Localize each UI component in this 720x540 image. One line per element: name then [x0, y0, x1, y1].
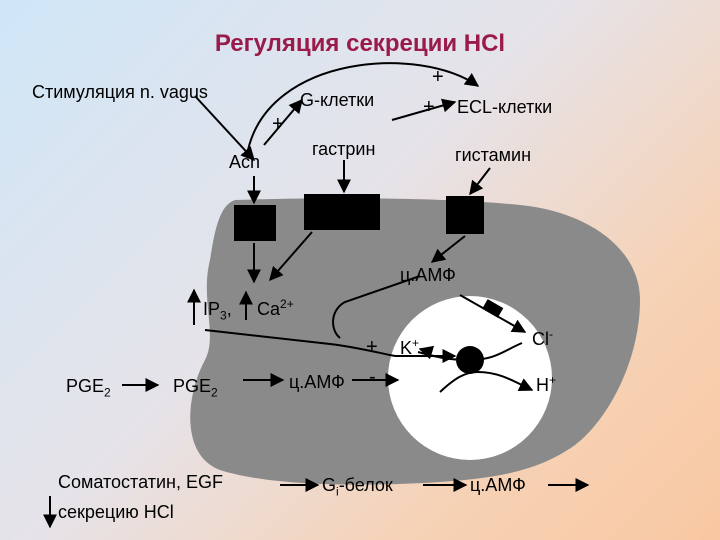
- line-camp-pump: [332, 275, 421, 339]
- arrow-receptor-camp: [430, 235, 466, 263]
- sign-plus-ecl: +: [423, 96, 435, 118]
- sign-plus-ach: +: [272, 113, 284, 135]
- label-histamine: гистамин: [455, 145, 532, 165]
- label-pge2-inner: PGE2: [173, 376, 218, 400]
- label-gi-protein: Gi-белок: [322, 475, 393, 499]
- line-ip3-ca-pump: [204, 329, 396, 357]
- secretory-canaliculus: [388, 296, 552, 460]
- label-camp-bottom: ц.АМФ: [470, 475, 526, 495]
- label-k: K+: [400, 336, 420, 358]
- arrow-receptor-ca: [269, 231, 313, 282]
- diagram-title: Регуляция секреции HCl: [214, 30, 506, 57]
- label-g-cells: G-клетки: [300, 90, 375, 110]
- label-somatostatin: Соматостатин, EGF: [58, 472, 223, 492]
- label-vagus: Стимуляция n. vagus: [32, 82, 208, 102]
- sign-plus-pump: +: [366, 336, 378, 358]
- k-arrow-in: [418, 345, 435, 360]
- label-gastrin: гастрин: [312, 139, 376, 159]
- h-path: [439, 370, 534, 393]
- k-path: [417, 342, 523, 362]
- cl-channel: [482, 299, 504, 318]
- label-ip3: IP3,: [203, 299, 232, 323]
- arrow-vagus-gcells: [263, 98, 303, 146]
- arrow-histamine-receptor: [469, 167, 491, 196]
- arrow-vagus-ach: [194, 95, 255, 162]
- histamine-receptor: [446, 196, 484, 234]
- sign-plus-top: +: [432, 66, 444, 88]
- label-ca: Ca2+: [257, 297, 294, 319]
- label-ach: Ach: [229, 152, 261, 172]
- label-h: H+: [536, 373, 557, 395]
- label-pge2-left: PGE2: [66, 376, 111, 400]
- label-ecl-cells: ECL-клетки: [457, 97, 553, 117]
- ach-receptor: [234, 205, 276, 241]
- arrow-gcells-ecl: [391, 98, 457, 121]
- label-camp-top: ц.АМФ: [400, 265, 456, 285]
- sign-minus-pump: -: [369, 366, 376, 388]
- label-secretion: секрецию HCl: [58, 502, 174, 522]
- label-cl: Cl-: [532, 327, 553, 349]
- label-camp-mid: ц.АМФ: [289, 372, 345, 392]
- gastrin-receptor: [304, 194, 380, 230]
- arrow-vagus-ecl: [247, 62, 480, 151]
